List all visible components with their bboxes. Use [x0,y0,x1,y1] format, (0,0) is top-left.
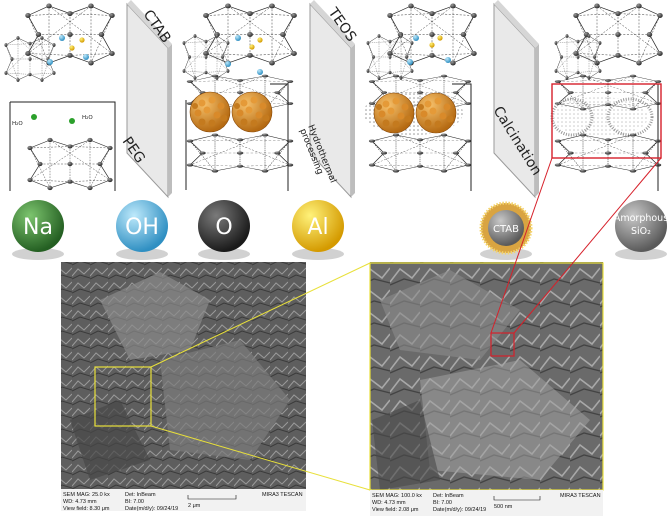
red-connector [490,157,553,334]
sem-left-bi: BI: 7.00 [125,499,144,505]
legend-al: Al [307,215,328,240]
al-atom [437,35,443,41]
structure-with-template [182,2,298,191]
al-atom [69,45,75,51]
scale-bar [187,495,237,500]
legend-sio2: SiO₂ [631,226,651,237]
sem-left-wd: WD: 4.73 mm [63,499,97,505]
o-legend-icon [198,200,250,252]
legend-amorphous: Amorphous [614,213,668,224]
legend-ctab: CTAB [493,224,519,235]
legend-o: O [215,215,232,240]
zoom-connectors [150,157,662,491]
ctab-micelle [231,91,273,133]
sem-image-right: SEM MAG: 100.0 kx Det: InBeam WD: 4.73 m… [369,262,604,516]
oh-atom [59,35,65,41]
al-atom [257,37,263,43]
oh-atom [257,69,263,75]
sem-right-det: Det: InBeam [433,493,464,499]
structure-with-silica [363,3,478,191]
al-atom [79,37,85,43]
amorphous-sio2-legend-icon [615,200,667,252]
structure-calcined [550,3,664,191]
sem-right-mag: SEM MAG: 100.0 kx [372,493,422,499]
water-label: H₂O [12,121,23,127]
legend: Na OH O Al CTAB Amorphous SiO₂ [12,200,668,260]
sem-left-brand: MIRA3 TESCAN [262,492,303,498]
legend-na: Na [23,215,53,240]
sem-right-brand: MIRA3 TESCAN [560,493,601,499]
oh-atom [235,35,241,41]
red-connector [513,157,662,334]
process-plate-2: TEOS Hydrothermal processing [297,0,359,199]
na-legend-icon [12,200,64,252]
sem-right-date: Date(m/d/y): 09/24/19 [433,507,486,513]
legend-oh: OH [125,215,159,240]
ctab-micelle [415,92,457,134]
oh-atom [83,54,89,60]
highlight-box [551,83,662,159]
sem-left-view: View field: 8.30 μm [63,506,110,512]
water-label: H₂O [82,115,93,121]
al-atom [429,42,435,48]
al-atom [249,44,255,50]
oh-atom [413,35,419,41]
red-region-box [490,332,515,357]
sem-right-view: View field: 2.08 μm [372,507,419,513]
sem-right-bi: BI: 7.00 [433,500,452,506]
structure-initial: H₂O H₂O [4,3,116,191]
oh-atom [225,61,231,67]
sem-left-date: Date(m/d/y): 09/24/19 [125,506,178,512]
oh-atom [47,59,53,65]
process-plate-3: Calcination [490,0,545,199]
scale-bar [493,496,541,501]
sem-image-left: SEM MAG: 25.0 kx Det: InBeam WD: 4.73 mm… [61,262,306,512]
sem-left-mag: SEM MAG: 25.0 kx [63,492,110,498]
zoom-region-box [94,366,152,427]
sem-left-scale: 2 μm [188,503,201,509]
sem-right-wd: WD: 4.73 mm [372,500,406,506]
na-atom [31,114,37,120]
yellow-connector [150,425,371,491]
ctab-micelle [373,92,415,134]
sem-right-scale: 500 nm [494,504,513,510]
process-plate-1: CTAB PEG [119,0,174,199]
sem-left-det: Det: InBeam [125,492,156,498]
na-atom [69,118,75,124]
ctab-micelle [189,91,231,133]
al-legend-icon [292,200,344,252]
oh-atom [445,57,451,63]
yellow-connector [150,262,371,368]
oh-atom [407,59,413,65]
oh-legend-icon [116,200,168,252]
